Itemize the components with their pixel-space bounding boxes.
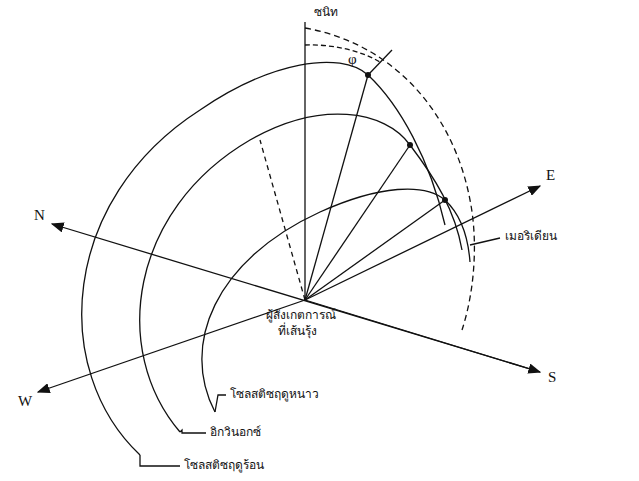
observer-label: ผู้สังเกตการณ์ [266,308,336,322]
zenith-label: ซนิท [314,5,338,19]
direction-label: E [546,166,555,184]
summer-solstice-label: โซลสติซฤดูร้อน [184,458,264,472]
angle-symbol: φ [348,50,357,68]
meridian-label: เมอริเดียน [505,229,557,243]
winter-solstice-label: โซลสติซฤดูหนาว [230,387,319,401]
direction-label: W [18,392,32,410]
observer-label: ที่เส้นรุ้ง [278,324,317,338]
equinox-label: อิกวินอกซ์ [210,425,261,439]
direction-label: N [34,206,45,224]
direction-label: S [548,368,556,386]
